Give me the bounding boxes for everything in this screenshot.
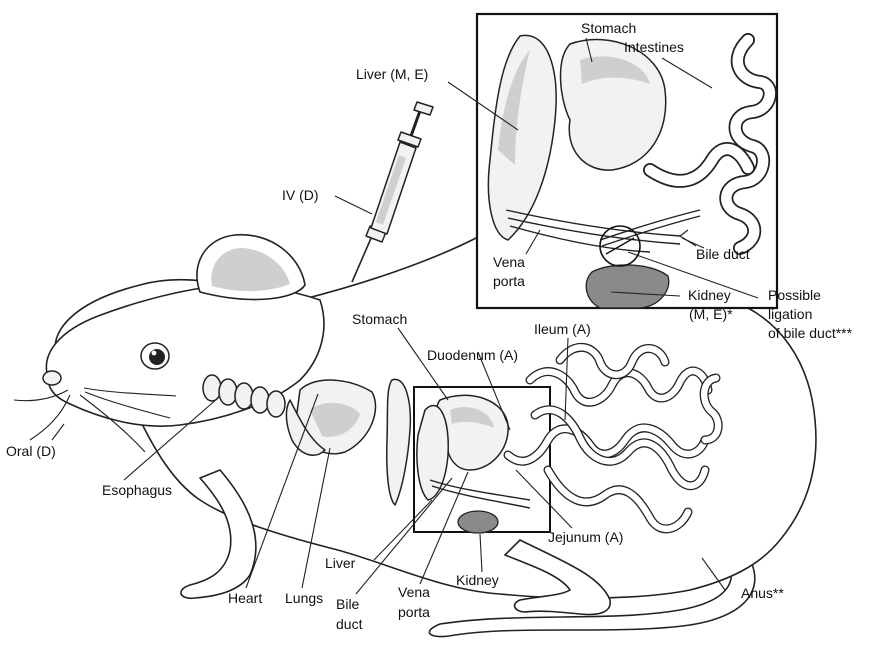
kidney-inset <box>586 265 669 308</box>
label-kidney: Kidney <box>456 572 499 588</box>
label-bile-duct-inset: Bile duct <box>696 246 750 262</box>
label-duodenum: Duodenum (A) <box>427 347 518 363</box>
label-liver: Liver <box>325 555 356 571</box>
label-vena-porta-inset-line1: Vena <box>493 254 525 270</box>
label-anus: Anus** <box>741 585 784 601</box>
label-kidney-me-line2: (M, E)* <box>689 306 733 322</box>
rat-nose <box>43 371 61 385</box>
label-ligation-line3: of bile duct*** <box>768 325 853 341</box>
label-heart: Heart <box>228 590 262 606</box>
label-intestines: Intestines <box>624 39 684 55</box>
syringe <box>352 102 433 282</box>
label-ligation-line2: ligation <box>768 306 812 322</box>
label-lungs: Lungs <box>285 590 323 606</box>
label-jejunum: Jejunum (A) <box>548 529 623 545</box>
rat-pupil <box>149 349 165 365</box>
label-oral: Oral (D) <box>6 443 56 459</box>
label-ligation-line1: Possible <box>768 287 821 303</box>
label-ileum: Ileum (A) <box>534 321 591 337</box>
label-vena-porta-line1: Vena <box>398 584 430 600</box>
label-bile-duct-line1: Bile <box>336 596 360 612</box>
label-esophagus: Esophagus <box>102 482 172 498</box>
label-liver-me: Liver (M, E) <box>356 66 428 82</box>
kidney-small <box>458 511 498 533</box>
label-iv: IV (D) <box>282 187 319 203</box>
label-vena-porta-inset-line2: porta <box>493 273 525 289</box>
label-stomach-inset: Stomach <box>581 20 636 36</box>
label-kidney-me-line1: Kidney <box>688 287 731 303</box>
label-stomach: Stomach <box>352 311 407 327</box>
label-bile-duct-line2: duct <box>336 616 363 632</box>
label-vena-porta-line2: porta <box>398 604 430 620</box>
